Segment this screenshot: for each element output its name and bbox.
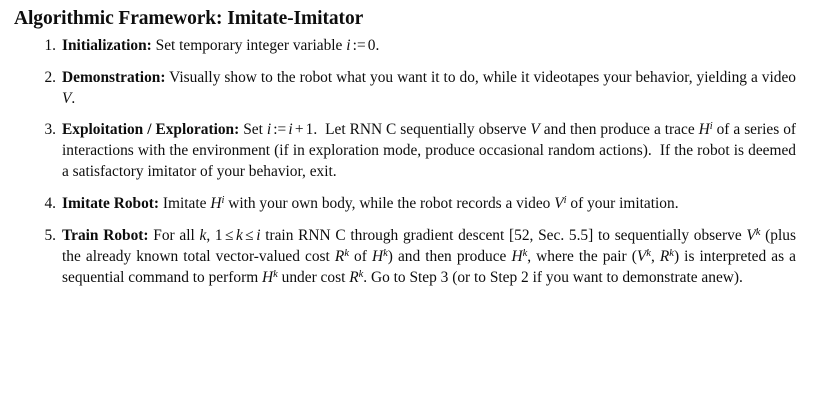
list-item: 2. Demonstration: Visually show to the r… bbox=[14, 68, 806, 110]
math-one: 1 bbox=[214, 227, 223, 244]
math-var-R: R bbox=[334, 247, 345, 265]
math-superscript-i: i bbox=[709, 121, 713, 133]
list-item-label: Demonstration: bbox=[62, 68, 166, 86]
math-var-V: V bbox=[746, 227, 756, 244]
list-item-number: 2. bbox=[44, 68, 56, 86]
math-var-V: V bbox=[636, 247, 647, 265]
math-superscript-k: k bbox=[522, 247, 528, 259]
math-paren-close: ) bbox=[673, 247, 680, 265]
math-leq-op: ≤ bbox=[225, 227, 234, 244]
list-item: 4. Imitate Robot: Imitate Hi with your o… bbox=[14, 194, 806, 215]
math-var-V: V bbox=[554, 195, 564, 213]
math-assign-op: := bbox=[273, 121, 287, 139]
list-item: 5. Train Robot: For all k, 1≤k≤i train R… bbox=[14, 226, 806, 289]
math-var-H: H bbox=[698, 121, 710, 139]
list-item-number: 5. bbox=[44, 226, 56, 244]
math-var-H: H bbox=[262, 268, 274, 286]
math-plus-op: + bbox=[294, 121, 304, 139]
algorithm-steps-list: 1. Initialization: Set temporary integer… bbox=[14, 36, 806, 289]
math-var-V: V bbox=[62, 89, 72, 107]
math-assign-op: := bbox=[352, 36, 366, 54]
math-var-R: R bbox=[659, 247, 670, 265]
list-item-number: 1. bbox=[44, 36, 56, 54]
math-comma: , bbox=[650, 247, 660, 265]
math-superscript-i: i bbox=[221, 195, 225, 207]
list-item: 1. Initialization: Set temporary integer… bbox=[14, 36, 806, 57]
math-superscript-i: i bbox=[563, 195, 567, 207]
math-var-H: H bbox=[210, 195, 222, 213]
step-reference-three: 3 bbox=[440, 268, 449, 286]
list-item-label: Train Robot: bbox=[62, 227, 149, 244]
math-var-k: k bbox=[199, 227, 207, 244]
math-var-i: i bbox=[266, 121, 272, 139]
list-item-body: Set temporary integer variable i:=0. bbox=[155, 36, 380, 54]
math-var-V: V bbox=[530, 121, 540, 139]
list-item-label: Exploitation / Exploration: bbox=[62, 121, 240, 139]
math-superscript-k: k bbox=[344, 247, 349, 259]
math-superscript-k: k bbox=[669, 247, 674, 259]
math-superscript-k: k bbox=[755, 226, 761, 238]
list-item-body: Set i:=i+1. Let RNN C sequentially obser… bbox=[62, 121, 797, 181]
math-var-R: R bbox=[349, 268, 359, 286]
math-var-i: i bbox=[256, 227, 261, 244]
citation-reference: [52, Sec. 5.5] bbox=[509, 227, 594, 244]
math-superscript-k: k bbox=[646, 247, 651, 259]
math-one: 1 bbox=[305, 121, 314, 139]
math-var-k: k bbox=[235, 227, 243, 244]
math-var-i: i bbox=[288, 121, 293, 139]
math-var-H: H bbox=[511, 247, 523, 265]
list-item-body: Visually show to the robot what you want… bbox=[62, 68, 796, 107]
math-superscript-k: k bbox=[383, 247, 388, 259]
math-zero: 0 bbox=[367, 36, 376, 54]
page-title: Algorithmic Framework: Imitate-Imitator bbox=[14, 8, 364, 29]
list-item-body: Imitate Hi with your own body, while the… bbox=[162, 195, 679, 213]
list-item-label: Initialization: bbox=[62, 36, 152, 54]
math-var-H: H bbox=[371, 247, 384, 265]
math-leq-op: ≤ bbox=[245, 227, 254, 244]
math-var-i: i bbox=[346, 36, 351, 54]
step-reference-two: 2 bbox=[521, 268, 529, 286]
math-paren-open: ( bbox=[631, 247, 637, 265]
list-item-number: 3. bbox=[44, 121, 56, 139]
math-superscript-k: k bbox=[358, 268, 364, 280]
math-superscript-k: k bbox=[273, 268, 278, 280]
list-item-label: Imitate Robot: bbox=[62, 195, 160, 213]
list-item-body: For all k, 1≤k≤i train RNN C through gra… bbox=[62, 226, 796, 286]
list-item-number: 4. bbox=[44, 195, 56, 213]
list-item: 3. Exploitation / Exploration: Set i:=i+… bbox=[14, 120, 806, 183]
